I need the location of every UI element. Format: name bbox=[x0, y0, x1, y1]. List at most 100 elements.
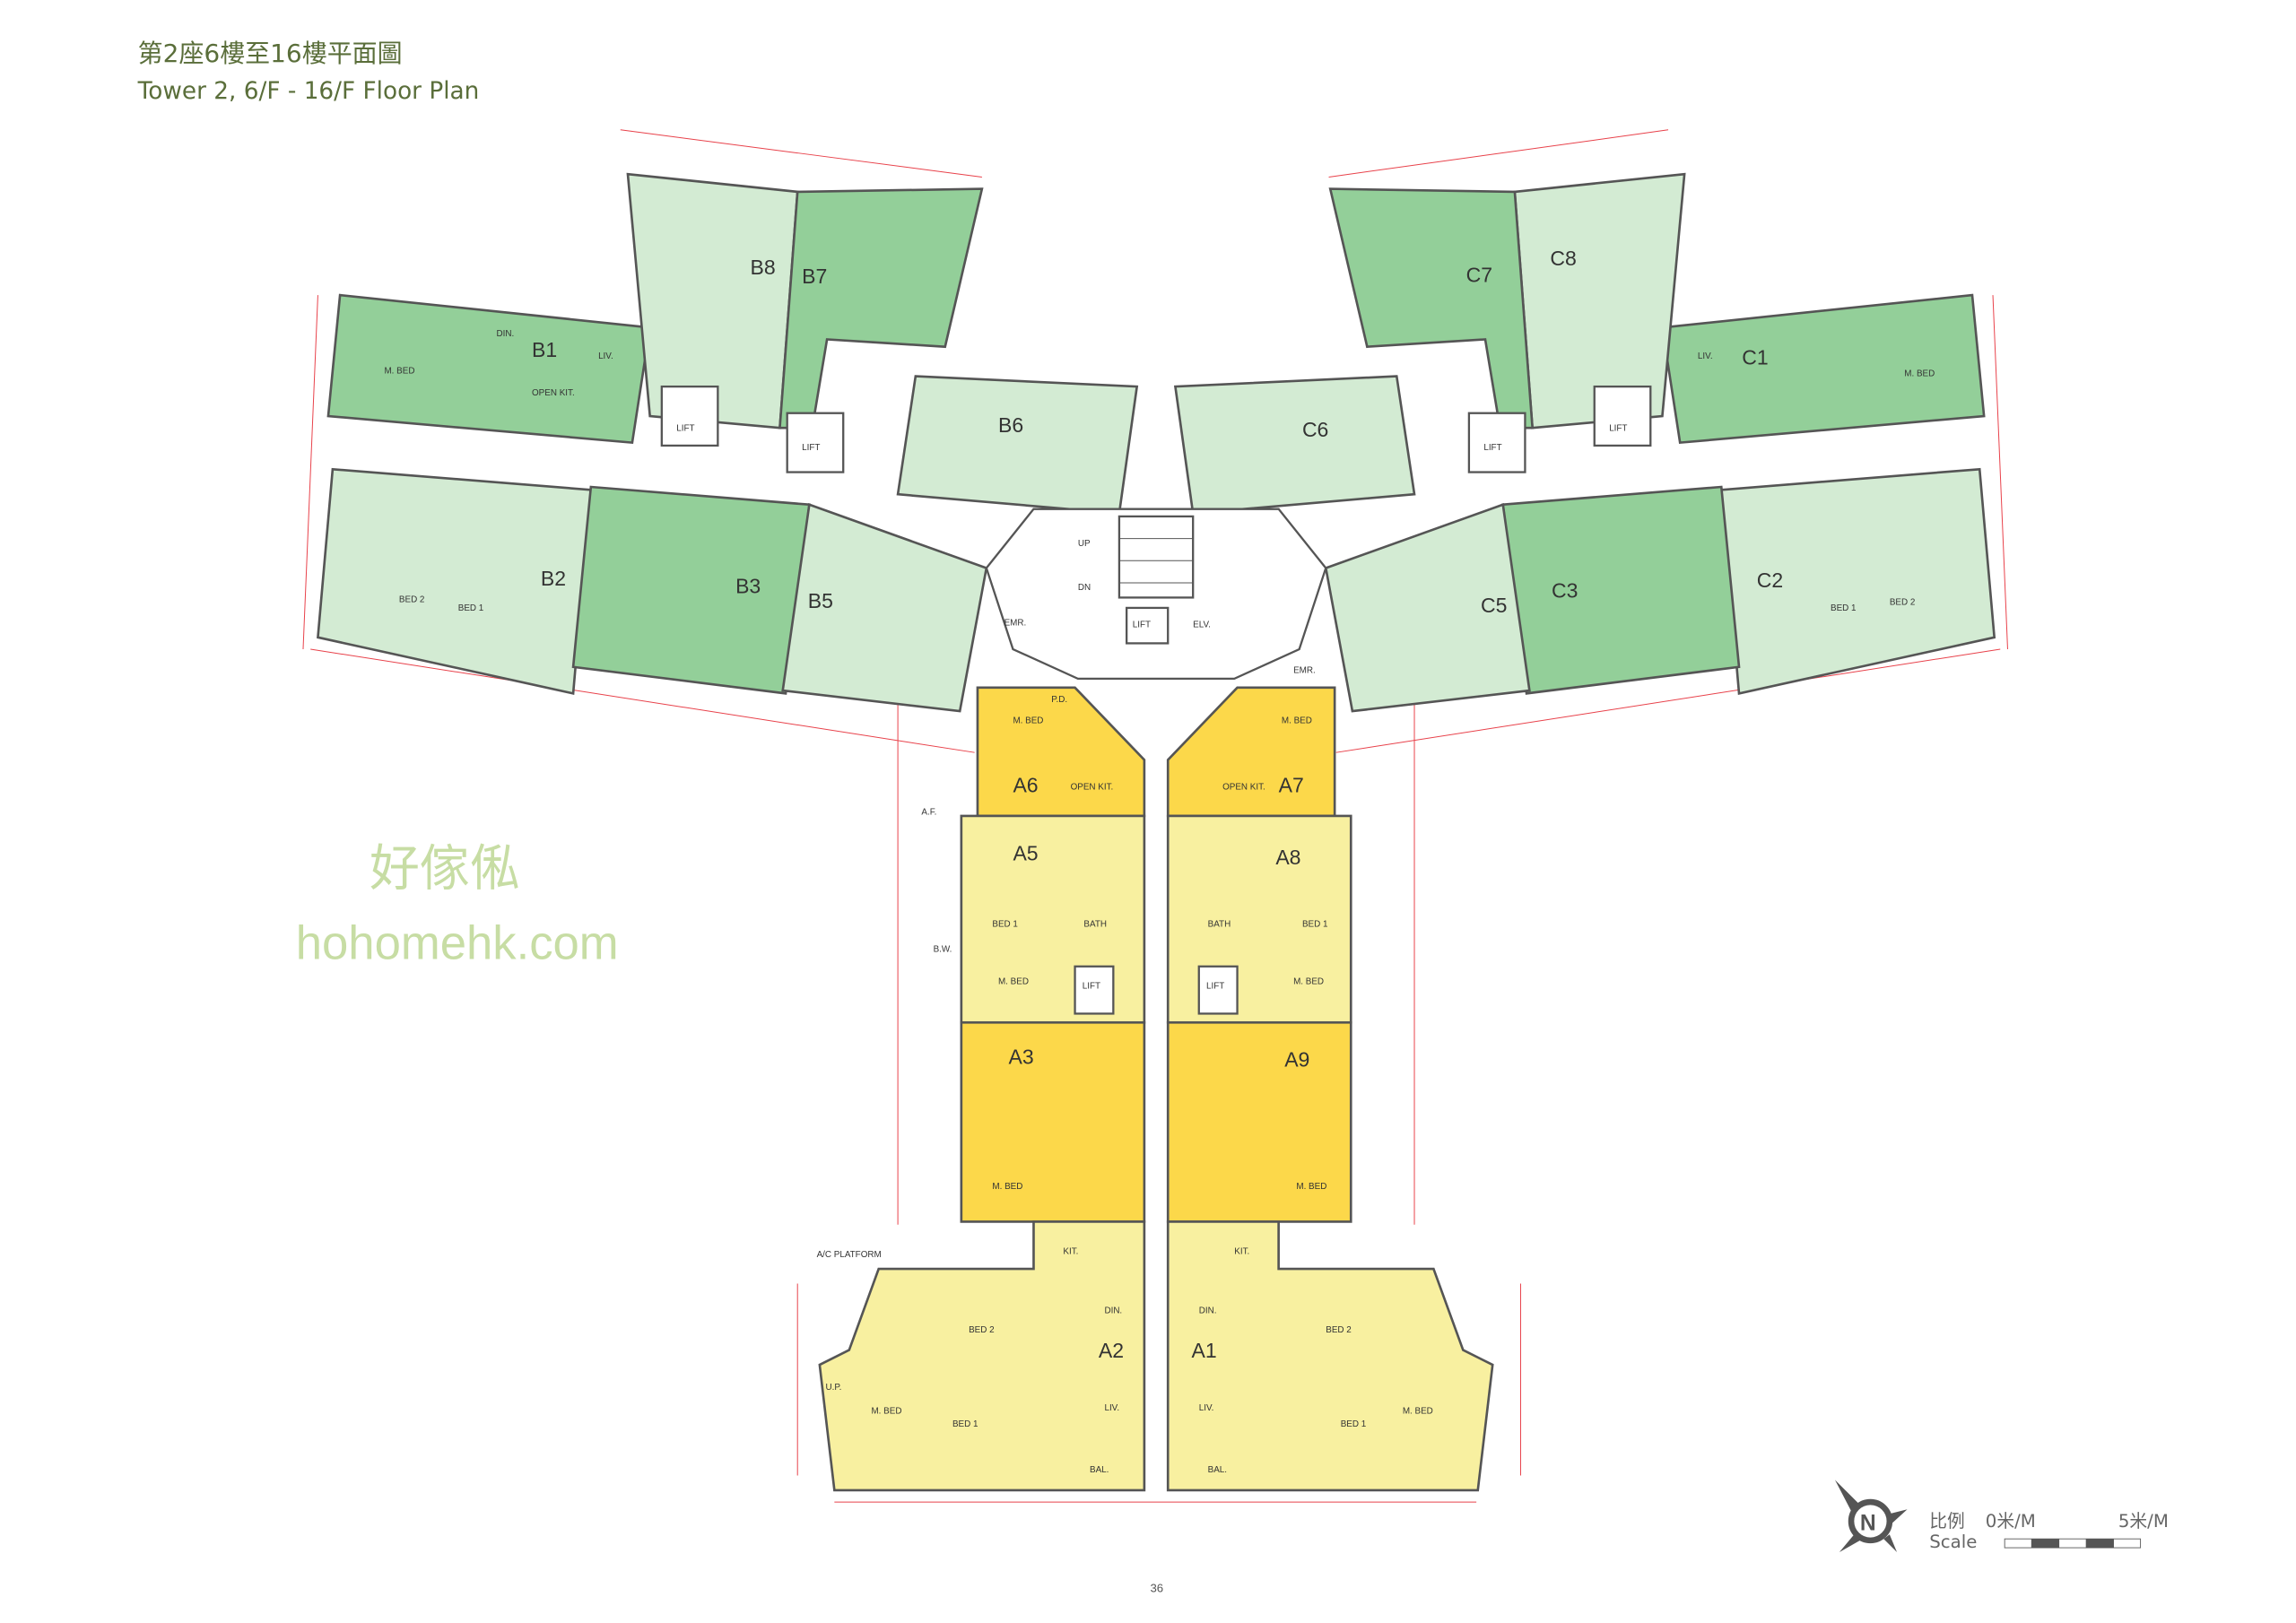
unit-a8-label: A8 bbox=[1275, 846, 1300, 869]
room-label: M. BED bbox=[871, 1406, 901, 1416]
unit-a9-label: A9 bbox=[1284, 1048, 1309, 1072]
room-label: BED 1 bbox=[952, 1419, 978, 1429]
lift-c-1 bbox=[1593, 385, 1652, 447]
wing-a: A6 A7 A5 A8 A3 A9 LIFT LIFT P.D. M. BED … bbox=[817, 686, 1494, 1492]
room-label: LIV. bbox=[1199, 1403, 1214, 1413]
unit-c7-label: C7 bbox=[1466, 263, 1492, 286]
title-zh: 第2座6樓至16樓平面圖 bbox=[138, 39, 403, 68]
unit-a1[interactable] bbox=[1166, 1220, 1494, 1492]
central-core: UP DN LIFT ELV. EMR. EMR. bbox=[985, 508, 1327, 681]
lift-c-2 bbox=[1467, 412, 1526, 473]
scale-end: 5米/M bbox=[2118, 1511, 2169, 1532]
room-label: M. BED bbox=[384, 366, 414, 376]
wing-c: C1 C8 C7 C6 C2 C3 C5 LIFT LIFT M. BED LI… bbox=[1173, 172, 1996, 713]
core-lift bbox=[1125, 606, 1170, 645]
room-label: BED 2 bbox=[1326, 1325, 1352, 1335]
unit-c2-label: C2 bbox=[1757, 568, 1783, 592]
room-label: LIV. bbox=[1104, 1403, 1119, 1413]
north-arrow: N bbox=[1834, 1480, 1908, 1553]
room-label: BATH bbox=[1208, 919, 1231, 929]
emr-label: EMR. bbox=[1293, 665, 1316, 675]
room-label: BED 1 bbox=[1831, 603, 1857, 613]
elv-label: ELV. bbox=[1193, 620, 1211, 629]
room-label: OPEN KIT. bbox=[1222, 782, 1265, 792]
unit-b1[interactable] bbox=[326, 293, 652, 445]
unit-a2[interactable] bbox=[818, 1220, 1146, 1492]
stair-up-label: UP bbox=[1078, 539, 1091, 549]
unit-b7[interactable] bbox=[778, 187, 984, 430]
room-label: M. BED bbox=[1013, 716, 1043, 725]
room-label: BED 1 bbox=[992, 919, 1018, 929]
unit-c5-label: C5 bbox=[1481, 594, 1507, 617]
lift-label: LIFT bbox=[1609, 423, 1627, 433]
title-en: Tower 2, 6/F - 16/F Floor Plan bbox=[137, 78, 480, 105]
scale-label-zh: 比例 bbox=[1929, 1511, 1964, 1532]
ac-platform-label: A/C PLATFORM bbox=[817, 1250, 882, 1260]
scale-bar bbox=[2004, 1538, 2142, 1549]
unit-c2[interactable] bbox=[1719, 467, 1996, 695]
unit-c1[interactable] bbox=[1660, 293, 1986, 445]
unit-c7[interactable] bbox=[1328, 187, 1535, 430]
lift-b-1 bbox=[660, 385, 719, 447]
unit-b7-label: B7 bbox=[802, 265, 827, 288]
scale-start: 0米/M bbox=[1986, 1511, 2036, 1532]
room-label: BED 1 bbox=[458, 603, 484, 613]
unit-a7[interactable] bbox=[1166, 686, 1336, 818]
lift-label: LIFT bbox=[802, 443, 820, 453]
room-label: BED 2 bbox=[399, 595, 424, 604]
room-label: DIN. bbox=[497, 329, 515, 339]
unit-c6[interactable] bbox=[1173, 375, 1416, 516]
wing-b: B1 B8 B7 B6 B2 B3 B5 LIFT LIFT M. BED DI… bbox=[317, 172, 1139, 713]
unit-a6[interactable] bbox=[976, 686, 1146, 818]
room-label: M. BED bbox=[1282, 716, 1312, 725]
kit-label: KIT. bbox=[1063, 1247, 1078, 1257]
lift-label: LIFT bbox=[1483, 443, 1501, 453]
unit-a5-label: A5 bbox=[1013, 841, 1038, 864]
unit-a5[interactable] bbox=[960, 814, 1146, 1024]
scale-label-en: Scale bbox=[1929, 1532, 1977, 1552]
unit-b6[interactable] bbox=[896, 375, 1139, 516]
unit-a2-label: A2 bbox=[1099, 1339, 1124, 1362]
room-label: BED 1 bbox=[1302, 919, 1328, 929]
unit-a9[interactable] bbox=[1166, 1020, 1352, 1223]
unit-c3[interactable] bbox=[1501, 485, 1741, 695]
unit-c5[interactable] bbox=[1324, 502, 1531, 713]
lift-label: LIFT bbox=[1083, 981, 1100, 991]
lift-label: LIFT bbox=[676, 423, 694, 433]
room-label: BED 2 bbox=[1890, 598, 1916, 608]
unit-c6-label: C6 bbox=[1302, 418, 1328, 441]
lift-label: LIFT bbox=[1133, 620, 1151, 629]
unit-a7-label: A7 bbox=[1279, 774, 1304, 797]
unit-b3[interactable] bbox=[571, 485, 811, 695]
watermark-zh: 好傢俬 bbox=[370, 839, 520, 896]
room-label: BATH bbox=[1083, 919, 1107, 929]
unit-c8-label: C8 bbox=[1550, 247, 1576, 270]
dimension-lines bbox=[302, 129, 2008, 1503]
room-label: OPEN KIT. bbox=[532, 388, 575, 398]
staircase bbox=[1118, 515, 1195, 599]
stair-down-label: DN bbox=[1078, 583, 1091, 593]
unit-b5[interactable] bbox=[781, 502, 988, 713]
unit-b2[interactable] bbox=[317, 467, 593, 695]
pd-label: P.D. bbox=[1051, 695, 1067, 705]
unit-a3[interactable] bbox=[960, 1020, 1146, 1223]
unit-b8-label: B8 bbox=[751, 256, 776, 279]
unit-b6-label: B6 bbox=[998, 413, 1023, 437]
lift-b-2 bbox=[786, 412, 845, 473]
room-label: M. BED bbox=[1293, 977, 1324, 987]
north-label: N bbox=[1860, 1511, 1876, 1535]
room-label: BAL. bbox=[1090, 1465, 1109, 1475]
emr-label: EMR. bbox=[1004, 619, 1027, 629]
unit-a1-label: A1 bbox=[1192, 1339, 1217, 1362]
bw-label: B.W. bbox=[934, 944, 952, 954]
room-label: M. BED bbox=[992, 1182, 1022, 1192]
lift-label: LIFT bbox=[1206, 981, 1224, 991]
unit-b2-label: B2 bbox=[541, 567, 566, 590]
unit-c3-label: C3 bbox=[1552, 578, 1578, 602]
lift-a-2 bbox=[1197, 965, 1239, 1015]
unit-b3-label: B3 bbox=[735, 574, 761, 597]
up-label: U.P. bbox=[825, 1383, 841, 1393]
unit-a6-label: A6 bbox=[1013, 774, 1038, 797]
lift-a-1 bbox=[1074, 965, 1115, 1015]
